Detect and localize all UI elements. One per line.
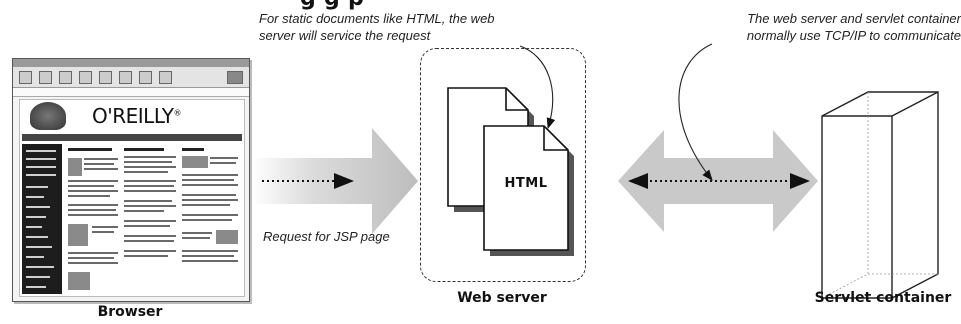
- browser-window: O'REILLY®: [12, 58, 250, 302]
- html-documents: [447, 87, 574, 256]
- browser-toolbar: [13, 67, 249, 88]
- request-arrow: [252, 128, 418, 234]
- bidirectional-arrow: [618, 130, 818, 232]
- static-docs-caption: For static documents like HTML, the web …: [259, 11, 495, 43]
- header-title-fragment: g g p: [300, 0, 364, 11]
- browser-label: Browser: [97, 304, 163, 320]
- back-icon: [19, 71, 32, 84]
- tcp-ip-callout: [678, 43, 713, 181]
- security-icon: [139, 71, 152, 84]
- print-icon: [119, 71, 132, 84]
- search-icon: [99, 71, 112, 84]
- oreilly-logo: O'REILLY®: [92, 104, 182, 128]
- stop-icon: [159, 71, 172, 84]
- page-sidebar: [22, 144, 62, 294]
- reload-icon: [59, 71, 72, 84]
- web-server-label: Web server: [457, 290, 547, 306]
- static-docs-callout: [519, 45, 556, 130]
- servlet-container-box: [821, 91, 939, 299]
- throbber-icon: [227, 71, 243, 84]
- page-navbar: [22, 134, 242, 141]
- request-caption: Request for JSP page: [263, 229, 390, 244]
- tcp-ip-caption: The web server and servlet container nor…: [746, 11, 961, 43]
- home-icon: [79, 71, 92, 84]
- web-server-box: [420, 48, 586, 282]
- tarsier-logo-image: [30, 102, 66, 130]
- forward-icon: [39, 71, 52, 84]
- html-document-label: HTML: [504, 176, 548, 191]
- browser-page: O'REILLY®: [19, 99, 245, 297]
- servlet-container-label: Servlet container: [814, 290, 952, 306]
- browser-titlebar: [13, 59, 249, 67]
- browser-url-bar: [13, 88, 249, 97]
- servlet-container-hidden-edges: [821, 92, 938, 299]
